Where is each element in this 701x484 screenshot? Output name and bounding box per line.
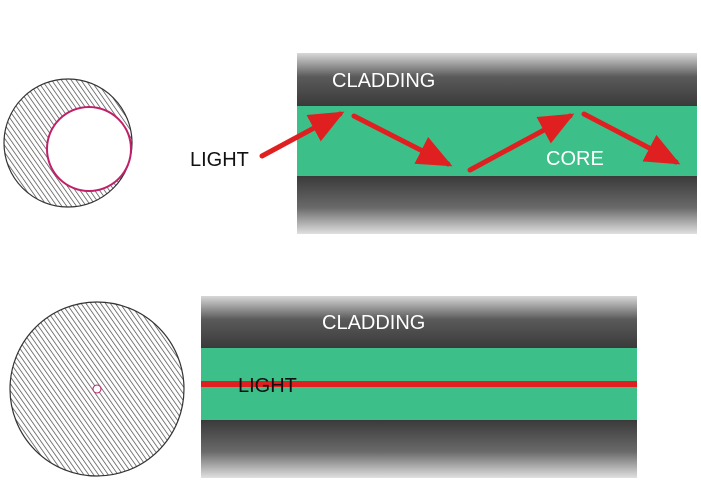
multimode-cladding-bottom bbox=[297, 176, 697, 234]
multimode-light-label: LIGHT bbox=[190, 149, 249, 171]
singlemode-core-dot bbox=[93, 385, 101, 393]
multimode-core-label: CORE bbox=[546, 148, 604, 170]
multimode-core-circle bbox=[47, 107, 131, 191]
singlemode-cladding-label: CLADDING bbox=[322, 312, 425, 334]
singlemode-fiber: CLADDING LIGHT bbox=[10, 296, 637, 478]
multimode-cross-section bbox=[4, 79, 132, 207]
multimode-fiber: CLADDING CORE LIGHT bbox=[4, 53, 697, 234]
singlemode-cross-section bbox=[10, 302, 184, 476]
singlemode-cladding-bottom bbox=[201, 420, 637, 478]
singlemode-light-label: LIGHT bbox=[238, 375, 297, 397]
multimode-cladding-label: CLADDING bbox=[332, 70, 435, 92]
